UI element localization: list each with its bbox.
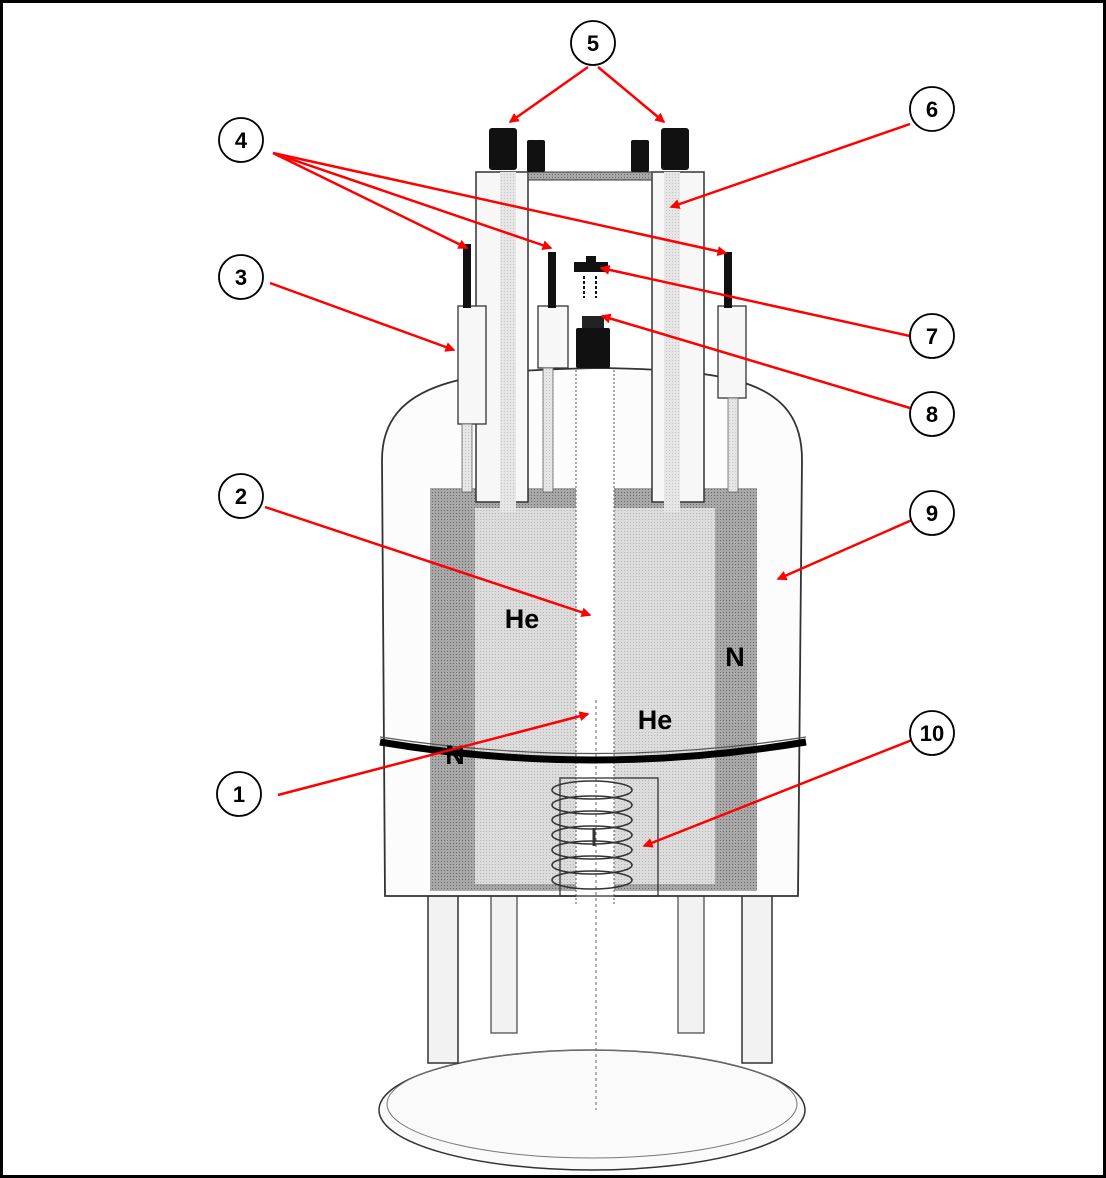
nitrogen-label-right: N	[725, 642, 745, 672]
callout-8-label: 8	[926, 402, 938, 427]
probe-bore	[576, 370, 614, 900]
neck-tubes	[457, 128, 747, 512]
arrow-9	[776, 518, 913, 581]
valve-stub-left	[527, 140, 545, 172]
arrow-8	[600, 313, 911, 410]
neck-bridge	[527, 171, 653, 181]
callout-4: 4	[218, 117, 264, 163]
arrow-2	[264, 505, 592, 618]
arrow-1	[277, 711, 590, 797]
bore-cap	[576, 328, 610, 368]
helium-label-lower: He	[638, 705, 673, 735]
arrow-4a	[272, 151, 469, 250]
superconducting-coil	[551, 780, 633, 890]
arrow-4c	[272, 151, 728, 257]
callout-3-label: 3	[235, 265, 247, 290]
callout-5: 5	[570, 20, 616, 66]
callout-9: 9	[909, 490, 955, 536]
callout-5-label: 5	[587, 31, 599, 56]
callout-2: 2	[218, 473, 264, 519]
sample-holder	[574, 262, 608, 272]
callout-10: 10	[909, 710, 955, 756]
callout-6: 6	[909, 86, 955, 132]
sensor-rod-center	[548, 252, 556, 308]
callout-arrows	[264, 65, 913, 848]
callout-2-label: 2	[235, 484, 247, 509]
base-plate	[378, 1049, 806, 1171]
arrow-10	[642, 738, 913, 848]
valve-cap-right	[661, 128, 689, 170]
arrow-5b	[597, 66, 666, 123]
arrow-5a	[508, 65, 589, 124]
bottom-flange	[379, 738, 807, 764]
nitrogen-port-left	[457, 305, 487, 425]
arrow-7	[599, 264, 911, 338]
helium-label-upper: He	[505, 604, 540, 634]
base-plate-rim	[386, 1049, 798, 1159]
callout-3: 3	[218, 254, 264, 300]
nitrogen-port-center	[537, 305, 569, 369]
callout-6-label: 6	[926, 97, 938, 122]
callout-7-label: 7	[926, 324, 938, 349]
valve-stub-right	[631, 140, 649, 172]
arrow-4b	[272, 151, 553, 250]
callout-8: 8	[909, 391, 955, 437]
arrow-6	[669, 122, 911, 209]
sensor-rod-left	[463, 244, 471, 308]
callout-7: 7	[909, 313, 955, 359]
callout-1-label: 1	[233, 782, 245, 807]
callout-9-label: 9	[926, 501, 938, 526]
valve-cap-left	[489, 128, 517, 170]
arrow-3	[269, 281, 456, 352]
sensor-rod-right	[724, 252, 732, 308]
nitrogen-label-left: N	[445, 740, 465, 770]
probe-box	[559, 777, 659, 897]
callout-10-label: 10	[920, 721, 944, 746]
callout-4-label: 4	[235, 128, 248, 153]
callout-1: 1	[216, 771, 262, 817]
